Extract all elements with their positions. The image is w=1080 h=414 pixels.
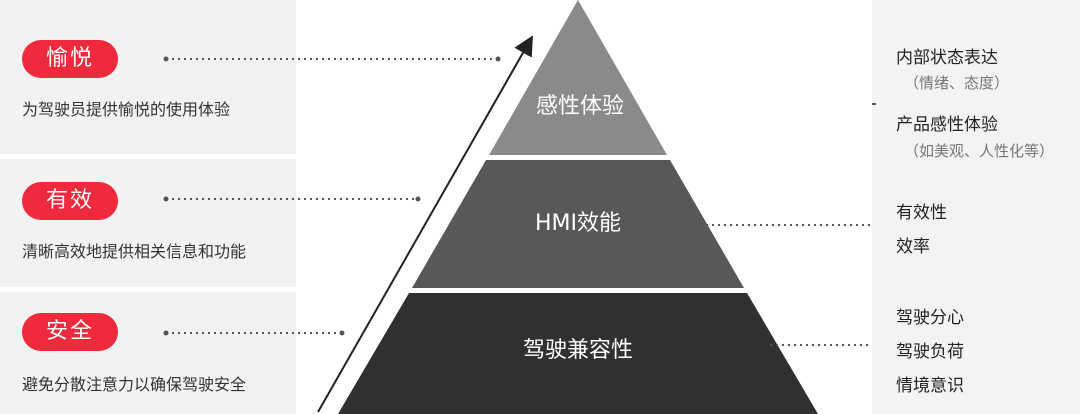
- right-top-title-1: 内部状态表达: [896, 48, 998, 68]
- right-top-sub-1: （情绪、态度）: [904, 74, 1010, 92]
- badge-safety: 安全: [22, 313, 118, 351]
- badge-effective: 有效: [22, 182, 118, 220]
- right-middle-item-1: 有效性: [896, 203, 947, 223]
- pyramid-tier-bottom: [338, 293, 818, 414]
- right-bottom-item-2: 驾驶负荷: [896, 342, 964, 362]
- right-bottom-item-1: 驾驶分心: [896, 308, 964, 328]
- right-top-title-2: 产品感性体验: [896, 115, 998, 135]
- connector-dot-arrow-safety: [339, 330, 345, 336]
- badge-pleasure: 愉悦: [22, 40, 118, 78]
- right-bottom-item-3: 情境意识: [896, 376, 964, 396]
- connector-dot-left-effective: [163, 196, 169, 202]
- connector-dot-left-pleasure: [163, 56, 169, 62]
- desc-safety: 避免分散注意力以确保驾驶安全: [22, 375, 247, 394]
- connector-dot-arrow-effective: [415, 196, 421, 202]
- pyramid-label-bottom: 驾驶兼容性: [523, 338, 633, 363]
- pyramid-tier-top: [489, 0, 667, 155]
- left-panel-effective: [0, 159, 296, 287]
- connector-dot-arrow-pleasure: [495, 56, 501, 62]
- connector-dot-left-safety: [163, 330, 169, 336]
- pyramid-tier-middle: [412, 160, 744, 288]
- desc-pleasure: 为驾驶员提供愉悦的使用体验: [22, 100, 231, 119]
- pyramid-label-top: 感性体验: [536, 94, 624, 119]
- desc-effective: 清晰高效地提供相关信息和功能: [22, 242, 247, 261]
- ascending-arrow: [317, 35, 533, 413]
- right-middle-item-2: 效率: [896, 237, 930, 257]
- right-panel: [872, 0, 1080, 414]
- left-panel-safety: [0, 292, 296, 414]
- right-top-sub-2: （如美观、人性化等）: [904, 142, 1055, 160]
- pyramid-label-middle: HMI效能: [535, 211, 621, 236]
